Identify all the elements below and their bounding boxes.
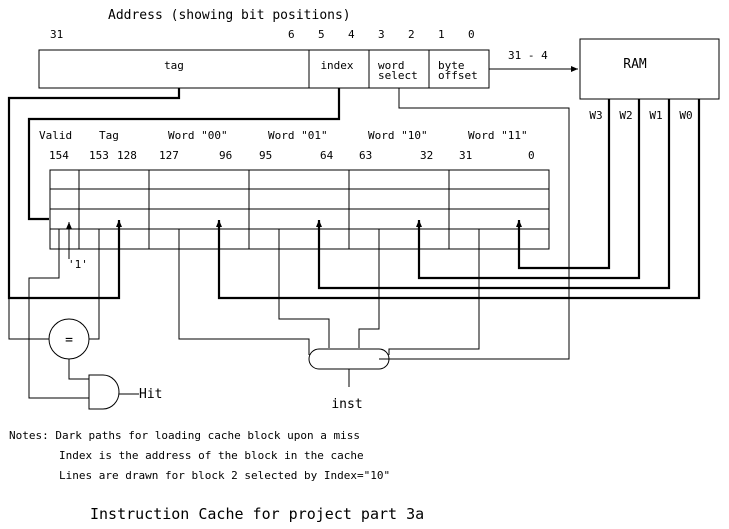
- cache-bit-63: 63: [359, 149, 372, 162]
- ram-w2-path: [416, 99, 641, 280]
- word-select-control: [379, 88, 570, 360]
- addr-tag-to-comparator: [8, 298, 49, 340]
- bit-label-0: 0: [468, 28, 475, 41]
- ram-w0-path: [216, 99, 701, 300]
- address-box: [38, 49, 490, 89]
- bit-label-2: 2: [408, 28, 415, 41]
- cache-bit-32: 32: [420, 149, 433, 162]
- index-field: index: [320, 59, 353, 72]
- ram-word-w1: W1: [649, 109, 662, 122]
- cache-table: [49, 169, 550, 250]
- inst-label: inst: [331, 397, 362, 412]
- ram-block: RAM W3 W2 W1 W0: [579, 38, 720, 122]
- comparator-to-and: [68, 359, 89, 380]
- bit-position-labels: 31 6 5 4 3 2 1 0: [50, 28, 475, 41]
- hit-and-gate: Hit: [88, 374, 162, 410]
- valid-to-and: [28, 229, 89, 399]
- col-header-word-10: Word "10": [368, 129, 428, 142]
- address-register: tag index word select byte offset: [38, 49, 490, 89]
- bit-label-31: 31: [50, 28, 63, 41]
- ram-w3-path: [516, 99, 611, 270]
- col-header-word-01: Word "01": [268, 129, 328, 142]
- word10-to-mux: [358, 229, 380, 348]
- ram-word-w2: W2: [619, 109, 632, 122]
- diagram-caption: Instruction Cache for project part 3a: [90, 505, 424, 523]
- col-header-tag: Tag: [99, 129, 119, 142]
- cache-bit-64: 64: [320, 149, 334, 162]
- cache-tag-to-comparator: [89, 229, 100, 340]
- word01-to-mux: [278, 229, 330, 348]
- note-line-2: Index is the address of the block in the…: [59, 449, 364, 462]
- col-header-word-11: Word "11": [468, 129, 528, 142]
- valid-one-label: '1': [68, 258, 88, 271]
- ram-word-w0: W0: [679, 109, 692, 122]
- bit-label-4: 4: [348, 28, 355, 41]
- cache-bit-154: 154: [49, 149, 69, 162]
- bit-label-5: 5: [318, 28, 325, 41]
- cache-bit-95: 95: [259, 149, 272, 162]
- tag-field: tag: [164, 59, 184, 72]
- word-mux: inst: [308, 348, 390, 412]
- cache-bit-0: 0: [528, 149, 535, 162]
- word11-to-mux: [388, 229, 480, 355]
- index-select-path: [27, 88, 341, 221]
- cache-bit-128: 128: [117, 149, 137, 162]
- mux-shape: [308, 348, 390, 370]
- notes: Notes: Dark paths for loading cache bloc…: [9, 429, 390, 482]
- tag-comparator: =: [48, 318, 90, 360]
- comparator-label: =: [65, 333, 73, 348]
- col-header-valid: Valid: [39, 129, 72, 142]
- bit-label-6: 6: [288, 28, 295, 41]
- cache-bit-96: 96: [219, 149, 232, 162]
- cache-bit-31: 31: [459, 149, 472, 162]
- and-gate-shape: [88, 374, 120, 410]
- address-title: Address (showing bit positions): [108, 8, 351, 23]
- cache-bit-153: 153: [89, 149, 109, 162]
- ram-word-w3: W3: [589, 109, 602, 122]
- word-select-field-line1: word: [378, 59, 405, 72]
- note-line-3: Lines are drawn for block 2 selected by …: [59, 469, 390, 482]
- note-line-1: Notes: Dark paths for loading cache bloc…: [9, 429, 360, 442]
- ram-range-label: 31 - 4: [508, 49, 548, 62]
- ram-box: [579, 38, 720, 100]
- word-select-field-line2: select: [378, 69, 418, 82]
- bit-label-3: 3: [378, 28, 385, 41]
- ram-label: RAM: [623, 57, 647, 72]
- cache-bit-127: 127: [159, 149, 179, 162]
- byte-offset-field-line1: byte: [438, 59, 465, 72]
- byte-offset-field-line2: offset: [438, 69, 478, 82]
- ram-w1-path: [316, 99, 671, 290]
- bit-label-1: 1: [438, 28, 445, 41]
- col-header-word-00: Word "00": [168, 129, 228, 142]
- cache-column-headers: Valid Tag Word "00" Word "01" Word "10" …: [39, 129, 528, 142]
- hit-label: Hit: [139, 387, 162, 402]
- cache-bit-labels: 154 153 128 127 96 95 64 63 32 31 0: [49, 149, 535, 162]
- word00-to-mux: [178, 229, 310, 355]
